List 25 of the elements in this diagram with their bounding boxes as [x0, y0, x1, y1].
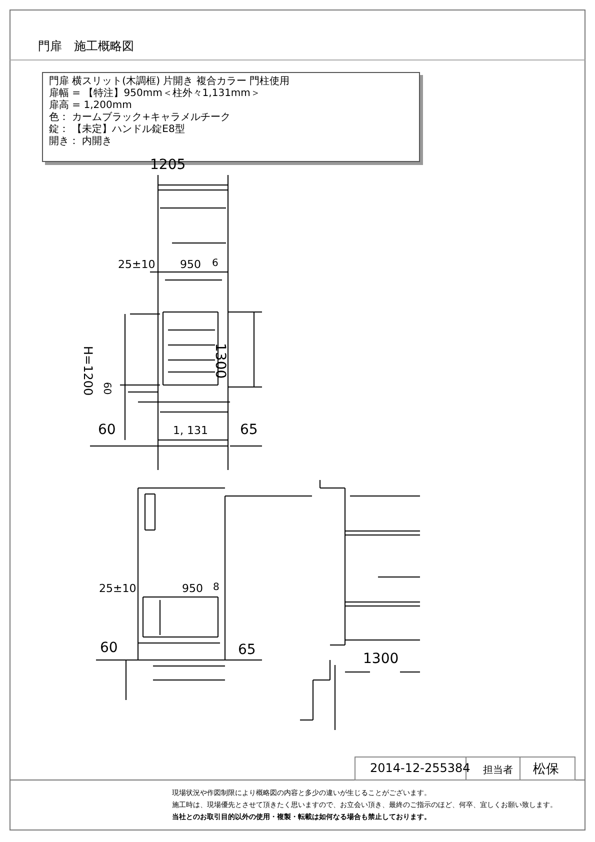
- dimension-label: 6: [212, 258, 218, 269]
- spec-text: 色： カームブラック+キャラメルチーク: [49, 112, 232, 124]
- dimension-label: 60: [98, 422, 116, 438]
- dimension-label: 60: [101, 382, 112, 395]
- dimension-label: 1300: [363, 651, 399, 667]
- dimension-label: 25±10: [118, 258, 156, 271]
- dimension-label: 60: [100, 640, 118, 656]
- spec-text: 扉高 = 1,200mm: [49, 100, 133, 112]
- dimension-label: 1205: [150, 157, 186, 173]
- drawing-number: 2014-12-255384: [370, 761, 470, 775]
- spec-text: 門扉 横スリット(木調框) 片開き 複合カラー 門柱使用: [49, 76, 291, 88]
- spec-text: 開き： 内開き: [49, 136, 114, 148]
- dimension-label: 950: [180, 258, 201, 271]
- dimension-label: 65: [240, 422, 258, 438]
- dimension-label: 950: [182, 582, 203, 595]
- dimension-label: 65: [238, 642, 256, 658]
- dimension-label: 1, 131: [173, 424, 208, 437]
- dimension-label: H=1200: [81, 346, 95, 396]
- spec-text: 扉幅 = 【特注】950mm＜柱外々1,131mm＞: [49, 88, 262, 100]
- drawing-title: 門扉 施工概略図: [38, 38, 134, 55]
- dimension-label: 25±10: [99, 582, 136, 595]
- dimension-label: 8: [213, 582, 220, 593]
- staff-label: 担当者: [483, 764, 513, 777]
- spec-text: 錠： 【未定】ハンドル錠E8型: [49, 124, 186, 136]
- staff-name: 松保: [533, 761, 559, 778]
